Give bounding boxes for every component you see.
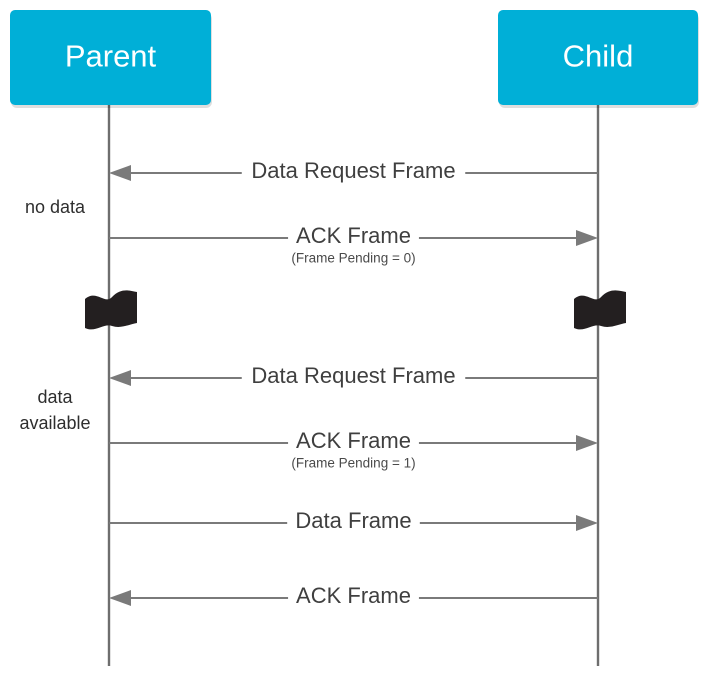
message-label: Data Request Frame <box>251 158 455 183</box>
note-data-available: data available <box>19 387 90 433</box>
message-msg-5: Data Frame <box>109 508 598 533</box>
message-label: Data Frame <box>295 508 411 533</box>
actor-label-child: Child <box>563 39 634 74</box>
message-msg-1: Data Request Frame <box>109 158 598 183</box>
message-msg-2: ACK Frame (Frame Pending = 0) <box>109 223 598 266</box>
message-label: ACK Frame <box>296 223 411 248</box>
arrowhead-left-icon <box>109 370 131 386</box>
notes-layer: no data data available <box>19 197 90 433</box>
message-sublabel: (Frame Pending = 0) <box>291 251 415 266</box>
actor-parent[interactable]: Parent <box>10 10 212 108</box>
actor-child[interactable]: Child <box>498 10 699 108</box>
message-label: Data Request Frame <box>251 363 455 388</box>
note-no-data: no data <box>25 197 86 217</box>
arrowhead-right-icon <box>576 435 598 451</box>
arrowhead-left-icon <box>109 165 131 181</box>
arrowhead-right-icon <box>576 515 598 531</box>
child-box[interactable] <box>498 10 698 105</box>
arrowhead-right-icon <box>576 230 598 246</box>
message-msg-3: Data Request Frame <box>109 363 598 388</box>
note-line: no data <box>25 197 86 217</box>
arrowhead-left-icon <box>109 590 131 606</box>
message-msg-6: ACK Frame <box>109 583 598 608</box>
message-label: ACK Frame <box>296 428 411 453</box>
lifelines-group <box>107 105 600 666</box>
breaks-layer <box>85 290 626 330</box>
note-line: available <box>19 413 90 433</box>
note-line: data <box>37 387 73 407</box>
message-label: ACK Frame <box>296 583 411 608</box>
actor-label-parent: Parent <box>65 39 157 74</box>
message-sublabel: (Frame Pending = 1) <box>291 456 415 471</box>
break-parent-ribbon-icon <box>85 290 137 330</box>
message-msg-4: ACK Frame (Frame Pending = 1) <box>109 428 598 471</box>
parent-box[interactable] <box>10 10 211 105</box>
break-child-ribbon-icon <box>574 290 626 330</box>
